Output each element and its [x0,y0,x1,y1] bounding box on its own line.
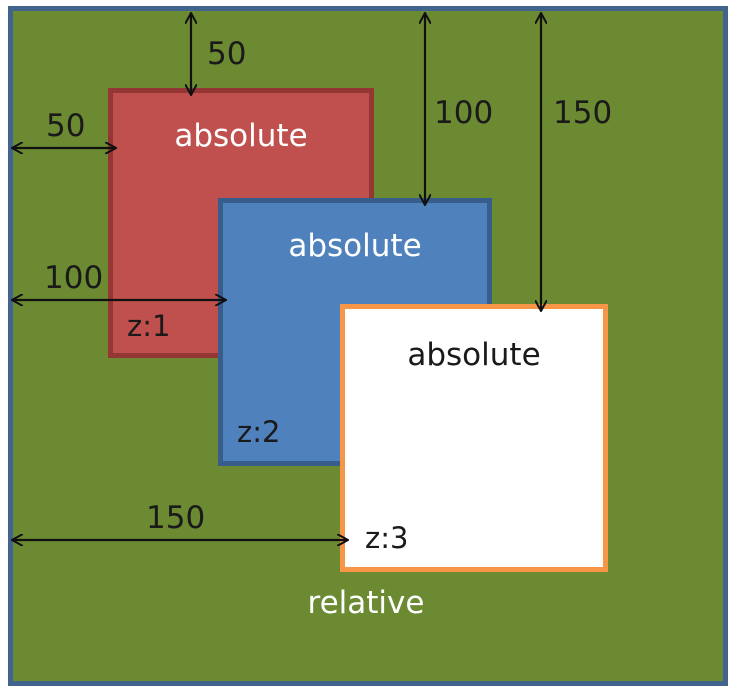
container-label: relative [307,585,425,621]
z-index-label: z:3 [365,521,409,555]
left-offset-value-red: 50 [46,108,86,144]
box-title: absolute [407,337,541,373]
z-index-label: z:1 [127,309,171,343]
z-index-label: z:2 [237,415,281,449]
absolute-box-z3: absolute z:3 [340,304,608,572]
top-offset-value-white: 150 [553,95,613,131]
box-title: absolute [174,118,308,154]
left-offset-value-white: 150 [146,500,206,536]
left-offset-value-blue: 100 [44,260,104,296]
box-title: absolute [288,228,422,264]
top-offset-value-blue: 100 [434,95,494,131]
top-offset-value-red: 50 [207,36,247,72]
